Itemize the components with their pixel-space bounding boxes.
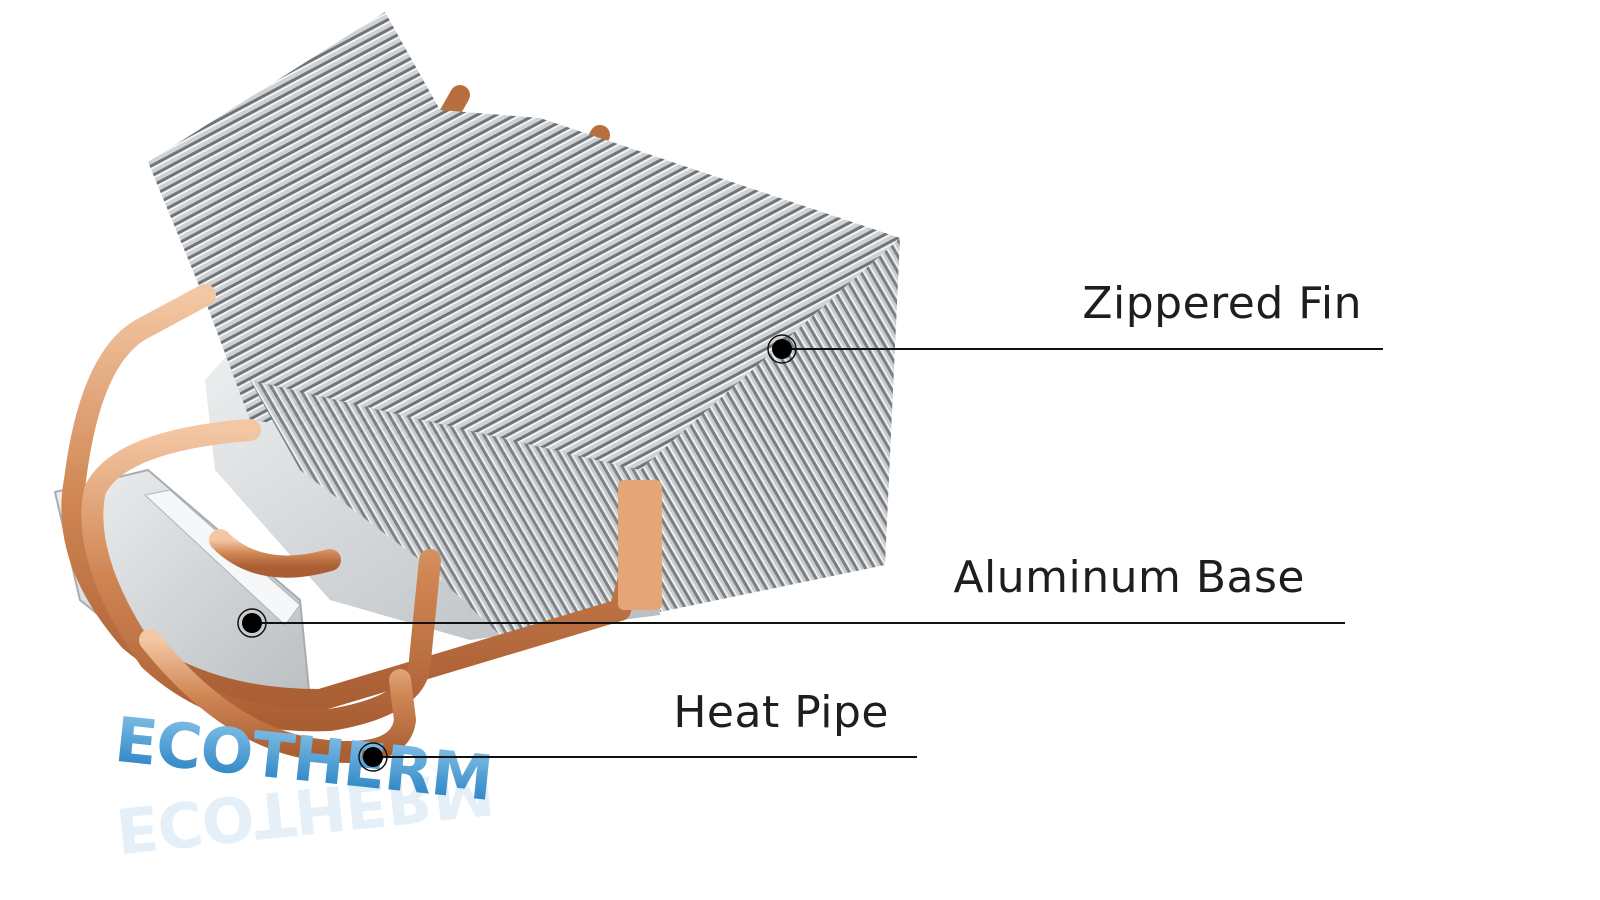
heat-pipe-ends [618,480,662,610]
label-heat-pipe: Heat Pipe [673,687,889,738]
ecotherm-logo: ECOTHERM ECOTHERM [112,703,497,867]
fin-stack-end [640,238,900,612]
callout-zippered-fin-marker [767,334,1383,364]
fin-stack-left [148,12,440,300]
fin-stack-side [250,380,660,635]
heat-pipes [61,284,651,763]
label-zippered-fin: Zippered Fin [1082,278,1362,329]
callout-heat-pipe-marker [358,742,917,772]
callout-aluminum-base-marker [237,608,1345,638]
label-aluminum-base: Aluminum Base [953,552,1305,603]
aluminum-base-rail [143,489,301,626]
fin-stack-top [205,110,900,470]
